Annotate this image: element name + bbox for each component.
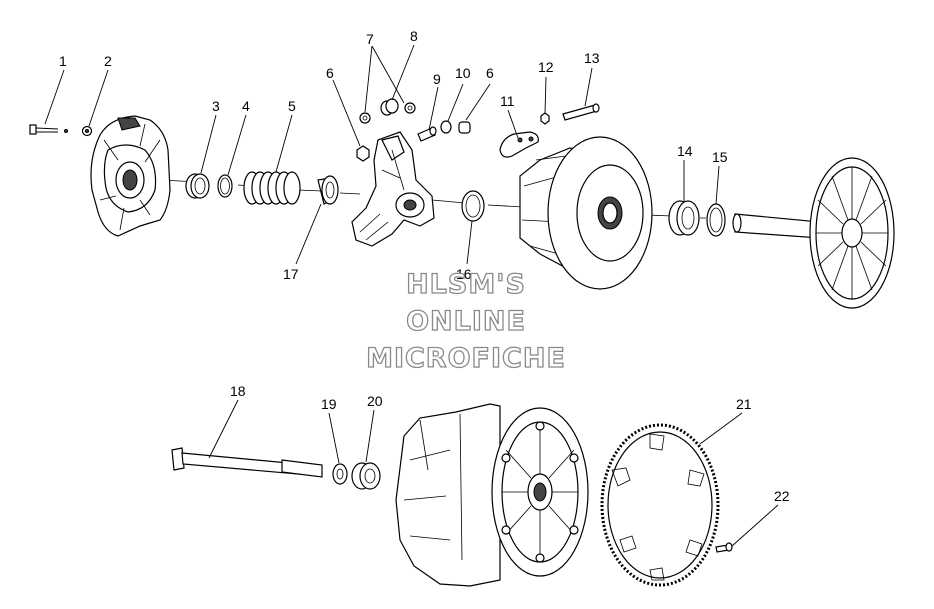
part-10-washer [440, 120, 452, 134]
callout-19: 19 [321, 396, 337, 412]
callout-1: 1 [59, 53, 67, 69]
part-18-bolt [171, 447, 323, 478]
callout-2: 2 [104, 53, 112, 69]
callout-6-left: 6 [326, 65, 334, 81]
callout-9: 9 [433, 71, 441, 87]
part-7-bushing [359, 112, 371, 124]
part-12-nut [540, 112, 550, 125]
leader-lines [44, 44, 779, 547]
part-11-cam-arm [499, 131, 539, 158]
callout-18: 18 [230, 383, 246, 399]
part-4-snap-ring [217, 174, 233, 198]
part-6-nut-right [458, 121, 471, 134]
callout-7: 7 [366, 31, 374, 47]
callout-21: 21 [736, 396, 752, 412]
lower-clutch-assembly [395, 403, 589, 587]
callout-10: 10 [455, 65, 471, 81]
part-13-pin [562, 103, 600, 121]
callout-12: 12 [538, 59, 554, 75]
spider-arm [351, 131, 435, 247]
part-21-ring-gear [600, 423, 720, 587]
callout-15: 15 [712, 149, 728, 165]
callout-17: 17 [283, 266, 299, 282]
callout-22: 22 [774, 488, 790, 504]
part-3-bushing [185, 173, 210, 199]
part-14-bushing [668, 200, 700, 236]
callout-13: 13 [584, 50, 600, 66]
part-9-pin [417, 126, 437, 142]
callout-16: 16 [456, 266, 472, 282]
watermark-line-3: MICROFICHE [366, 343, 566, 374]
watermark: HLSM'S ONLINE MICROFICHE [365, 268, 566, 374]
part-8-roller [380, 98, 416, 116]
callout-4: 4 [242, 98, 250, 114]
callout-11: 11 [500, 93, 515, 109]
fixed-sheave-shaft [732, 157, 895, 309]
part-5-spring [243, 171, 301, 205]
watermark-line-2: ONLINE [406, 306, 526, 337]
spider-cover [90, 115, 171, 237]
part-6-nut-left [356, 145, 370, 162]
callout-20: 20 [367, 393, 383, 409]
callout-5: 5 [288, 98, 296, 114]
part-20-bushing [351, 462, 381, 490]
part-19-washer [332, 463, 348, 485]
part-22-screw [715, 542, 733, 553]
part-17-bushing [317, 175, 339, 205]
callout-3: 3 [212, 98, 220, 114]
part-16-o-ring [461, 190, 485, 222]
callout-14: 14 [677, 143, 693, 159]
watermark-line-1: HLSM'S [406, 269, 526, 300]
part-2-washer [81, 125, 93, 137]
part-1-bolt [29, 124, 68, 135]
callout-8: 8 [410, 28, 418, 44]
callout-6-right: 6 [486, 65, 494, 81]
part-15-ring [706, 203, 726, 237]
moveable-sheave [519, 136, 653, 290]
